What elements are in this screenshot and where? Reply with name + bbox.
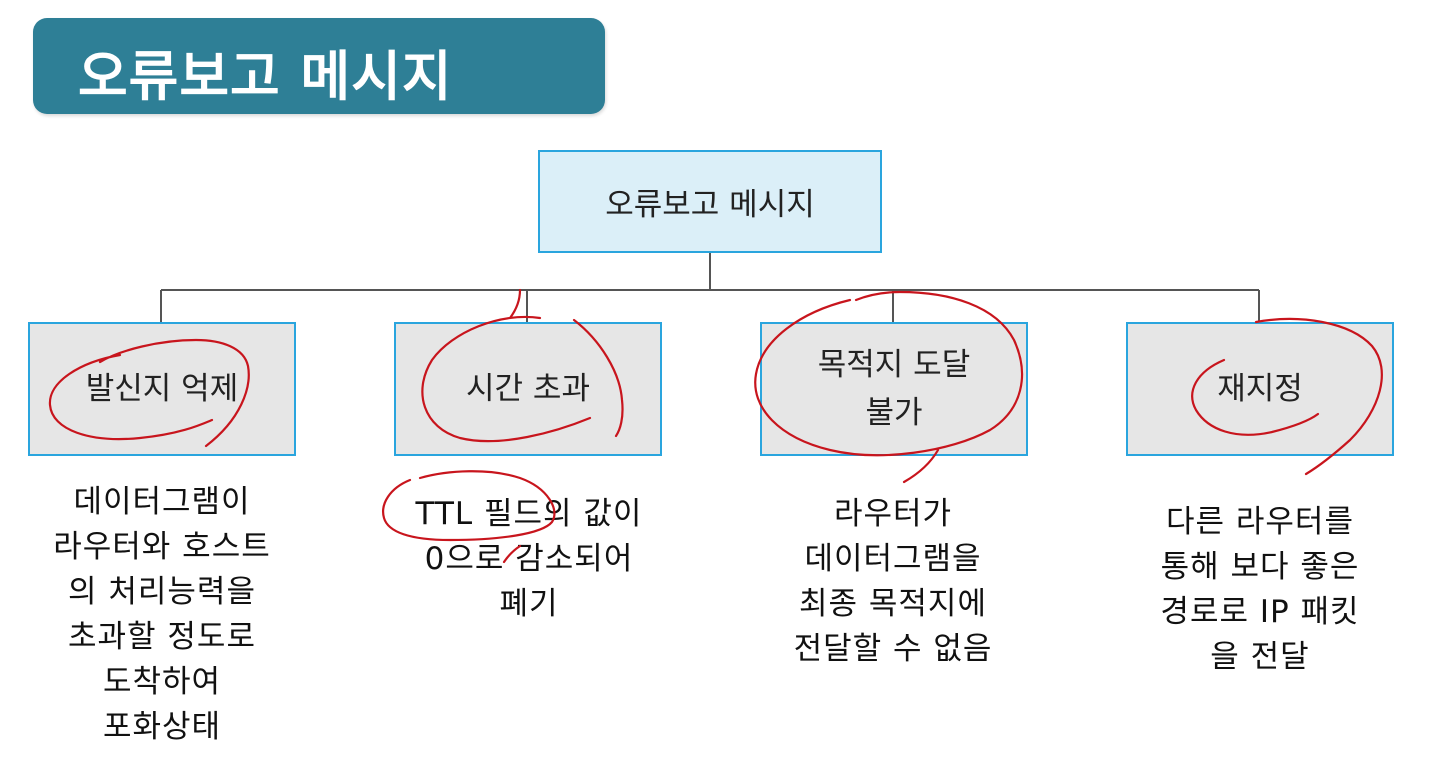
- child-node-label: 시간 초과: [466, 371, 590, 407]
- child-node-label: 목적지 도달 불가: [817, 347, 971, 431]
- child-node-source-quench: 발신지 억제: [28, 322, 296, 456]
- title-banner: 오류보고 메시지: [33, 18, 605, 114]
- child-description: TTL 필드의 값이 0으로 감소되어 폐기: [415, 496, 643, 622]
- page-title: 오류보고 메시지: [78, 45, 453, 108]
- child-node-label: 발신지 억제: [85, 371, 239, 407]
- child-node-redirect: 재지정: [1126, 322, 1394, 456]
- child-node-time-exceeded: 시간 초과: [394, 322, 662, 456]
- child-description: 데이터그램이 라우터와 호스트 의 처리능력을 초과할 정도로 도착하여 포화상…: [53, 484, 271, 745]
- root-node: 오류보고 메시지: [538, 150, 882, 253]
- child-node-label: 재지정: [1217, 371, 1303, 407]
- child-description: 다른 라우터를 통해 보다 좋은 경로로 IP 패킷 을 전달: [1160, 504, 1360, 675]
- child-node-destination-unreachable: 목적지 도달 불가: [760, 322, 1028, 456]
- child-description: 라우터가 데이터그램을 최종 목적지에 전달할 수 없음: [793, 496, 993, 667]
- root-node-label: 오류보고 메시지: [605, 187, 815, 223]
